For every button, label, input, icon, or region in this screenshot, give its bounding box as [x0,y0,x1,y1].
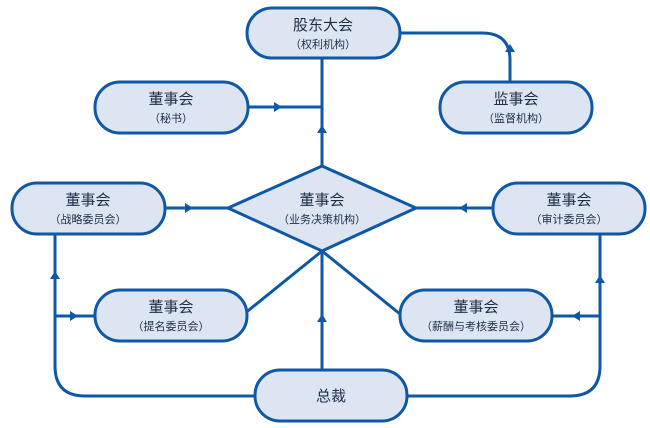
connector-supervisory-to-shareholders [399,31,512,84]
node-shareholders: 股东大会 （权利机构） [245,6,402,60]
node-title: 董事会 [299,191,344,209]
node-title: 董事会 [148,298,193,316]
arrow-up-icon [595,275,605,283]
arrow-right-icon [185,203,193,213]
arrow-up-icon [50,271,60,279]
node-title: 董事会 [453,298,498,316]
node-audit-committee: 董事会 （审计委员会） [491,181,647,236]
connector-president-right-loop [404,232,602,398]
arrow-left-icon [572,311,580,321]
arrow-left-icon [459,203,467,213]
node-board: 董事会 （业务决策机构） [224,164,420,253]
node-president: 总裁 [253,368,409,423]
node-subtitle: （审计委员会） [531,212,608,226]
node-supervisory: 监事会 （监督机构） [438,80,594,135]
node-title: 监事会 [493,90,538,108]
node-nomination-committee: 董事会 （提名委员会） [93,288,249,343]
connector-board-to-nomination [242,249,324,316]
arrow-right-icon [70,311,78,321]
arrow-markers [50,44,605,322]
node-secretary: 董事会 （秘书） [93,80,250,135]
node-subtitle: （秘书） [149,111,193,125]
arrow-up-icon [317,314,327,322]
node-subtitle: （权利机构） [290,37,356,51]
node-title: 总裁 [316,387,346,405]
node-title: 股东大会 [293,16,353,34]
node-title: 董事会 [546,191,591,209]
node-subtitle: （提名委员会） [133,319,210,333]
node-remuneration-committee: 董事会 （薪酬与考核委员会） [398,288,554,343]
connectors [53,31,602,398]
arrow-up-icon [317,125,327,133]
node-subtitle: （薪酬与考核委员会） [421,319,531,333]
arrow-up-icon [505,44,515,52]
arrow-right-icon [274,102,282,112]
connector-board-to-remuneration [320,249,402,316]
node-title: 董事会 [148,90,193,108]
node-subtitle: （战略委员会） [50,212,127,226]
connector-president-left-loop [53,232,259,398]
node-subtitle: （业务决策机构） [278,212,366,226]
node-subtitle: （监督机构） [483,111,549,125]
node-strategy-committee: 董事会 （战略委员会） [10,181,167,236]
node-title: 董事会 [65,191,110,209]
